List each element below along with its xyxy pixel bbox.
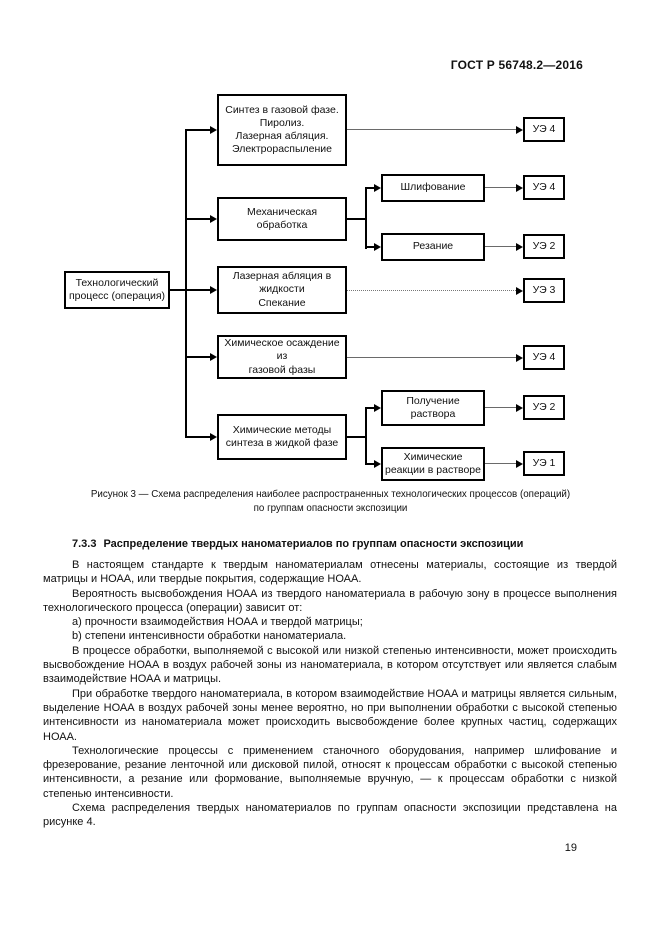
arrow-head-icon (516, 243, 523, 251)
node-mechanical-processing: Механическая обработка (217, 197, 347, 241)
section-title: Распределение твердых наноматериалов по … (103, 538, 524, 550)
section-heading: 7.3.3 Распределение твердых наноматериало… (43, 538, 617, 550)
arrow-head-icon (516, 354, 523, 362)
node-ue3-laser-ablation: УЭ 3 (523, 278, 565, 303)
paragraph: В процессе обработки, выполняемой с высо… (43, 644, 617, 686)
node-ue2-cutting: УЭ 2 (523, 234, 565, 259)
node-ue1-reactions: УЭ 1 (523, 451, 565, 476)
arrow-head-icon (374, 184, 381, 192)
arrow-head-icon (516, 126, 523, 134)
list-item-b: b) степени интенсивности обработки наном… (72, 630, 347, 643)
arrow-head-icon (374, 243, 381, 251)
section-7-3-3: 7.3.3 Распределение твердых наноматериало… (43, 538, 617, 830)
branch-line (366, 463, 375, 465)
arrow-head-icon (210, 126, 217, 134)
connector-line (347, 129, 516, 130)
connector-line (485, 407, 516, 408)
node-ue2-solution: УЭ 2 (523, 395, 565, 420)
branch-line (345, 436, 366, 438)
document-code: ГОСТ Р 56748.2—2016 (450, 58, 583, 72)
connector-line (485, 246, 516, 247)
node-cutting: Резание (381, 233, 485, 261)
branch-line (186, 218, 211, 220)
connector-line (485, 187, 516, 188)
branch-line (169, 289, 211, 291)
paragraph: Технологические процессы с применением с… (43, 744, 617, 800)
node-gas-phase-synthesis: Синтез в газовой фазе. Пиролиз. Лазерная… (217, 94, 347, 166)
node-laser-ablation-liquid: Лазерная абляция в жидкости Спекание (217, 266, 347, 314)
arrow-head-icon (210, 433, 217, 441)
paragraph: При обработке твердого наноматериала, в … (43, 687, 617, 743)
branch-line (186, 356, 211, 358)
trunk-line (185, 129, 187, 438)
figure-caption-line1: Рисунок 3 — Схема распределения наиболее… (90, 489, 571, 500)
node-grinding: Шлифование (381, 174, 485, 202)
arrow-head-icon (374, 404, 381, 412)
node-liquid-phase-synthesis: Химические методы синтеза в жидкой фазе (217, 414, 347, 460)
arrow-head-icon (516, 404, 523, 412)
node-ue4-cvd: УЭ 4 (523, 345, 565, 370)
arrow-head-icon (516, 287, 523, 295)
branch-line (365, 187, 367, 249)
node-ue4-gas-synthesis: УЭ 4 (523, 117, 565, 142)
arrow-head-icon (374, 460, 381, 468)
branch-line (366, 246, 375, 248)
connector-line (485, 463, 516, 464)
branch-line (345, 218, 366, 220)
list-item-a: a) прочности взаимодействия НОАА и тверд… (72, 616, 363, 629)
node-tech-process: Технологический процесс (операция) (64, 271, 170, 309)
figure-caption-line2: по группам опасности экспозиции (253, 503, 408, 514)
node-solution-preparation: Получение раствора (381, 390, 485, 426)
branch-line (366, 187, 375, 189)
branch-line (366, 407, 375, 409)
connector-line-dotted (347, 290, 516, 291)
node-chemical-reactions-solution: Химические реакции в растворе (381, 447, 485, 481)
arrow-head-icon (210, 215, 217, 223)
node-chemical-vapor-deposition: Химическое осаждение из газовой фазы (217, 335, 347, 379)
paragraph: Схема распределения твердых наноматериал… (43, 802, 617, 829)
connector-line (347, 357, 516, 358)
paragraph: Вероятность высвобождения НОАА из твердо… (43, 587, 617, 614)
branch-line (186, 436, 211, 438)
arrow-head-icon (516, 184, 523, 192)
paragraph: В настоящем стандарте к твердым наномате… (43, 559, 617, 586)
branch-line (186, 129, 211, 131)
page-number: 19 (564, 842, 577, 854)
node-ue4-grinding: УЭ 4 (523, 175, 565, 200)
arrow-head-icon (210, 286, 217, 294)
section-number: 7.3.3 (72, 538, 97, 550)
arrow-head-icon (210, 353, 217, 361)
arrow-head-icon (516, 460, 523, 468)
figure-caption: Рисунок 3 — Схема распределения наиболее… (0, 488, 661, 516)
branch-line (365, 407, 367, 465)
